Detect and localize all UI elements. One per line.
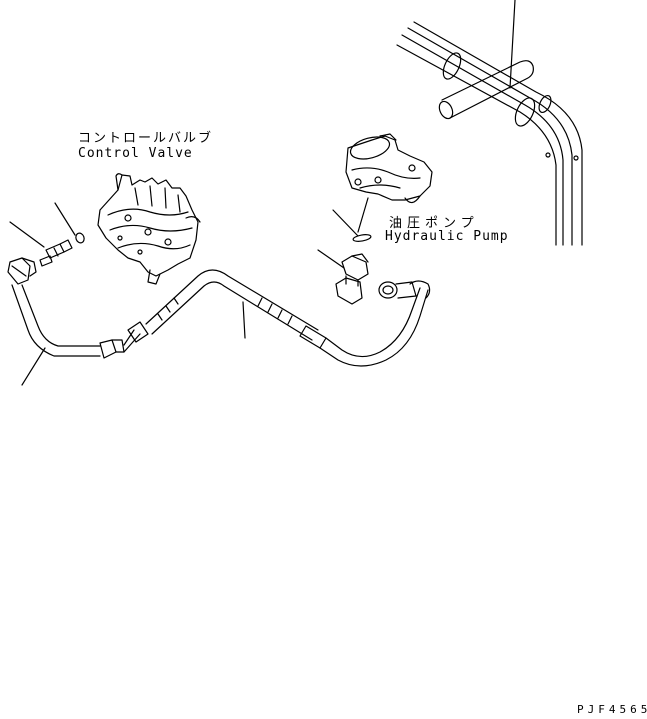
hydraulic-pump-label-jp: 油圧ポンプ [389,216,479,231]
pump-elbow-fitting [336,254,368,304]
hydraulic-pump [346,133,432,242]
control-valve-label-jp: コントロールバルブ [78,131,214,146]
leader-lines [10,203,358,385]
control-valve [98,174,200,284]
left-fittings [40,232,85,266]
hydraulic-pump-label-en: Hydraulic Pump [385,229,509,244]
drawing-code: PJF4565 [577,703,647,716]
frame-pipes [397,0,582,245]
hose-assembly [8,258,430,366]
control-valve-label-en: Control Valve [78,146,193,161]
